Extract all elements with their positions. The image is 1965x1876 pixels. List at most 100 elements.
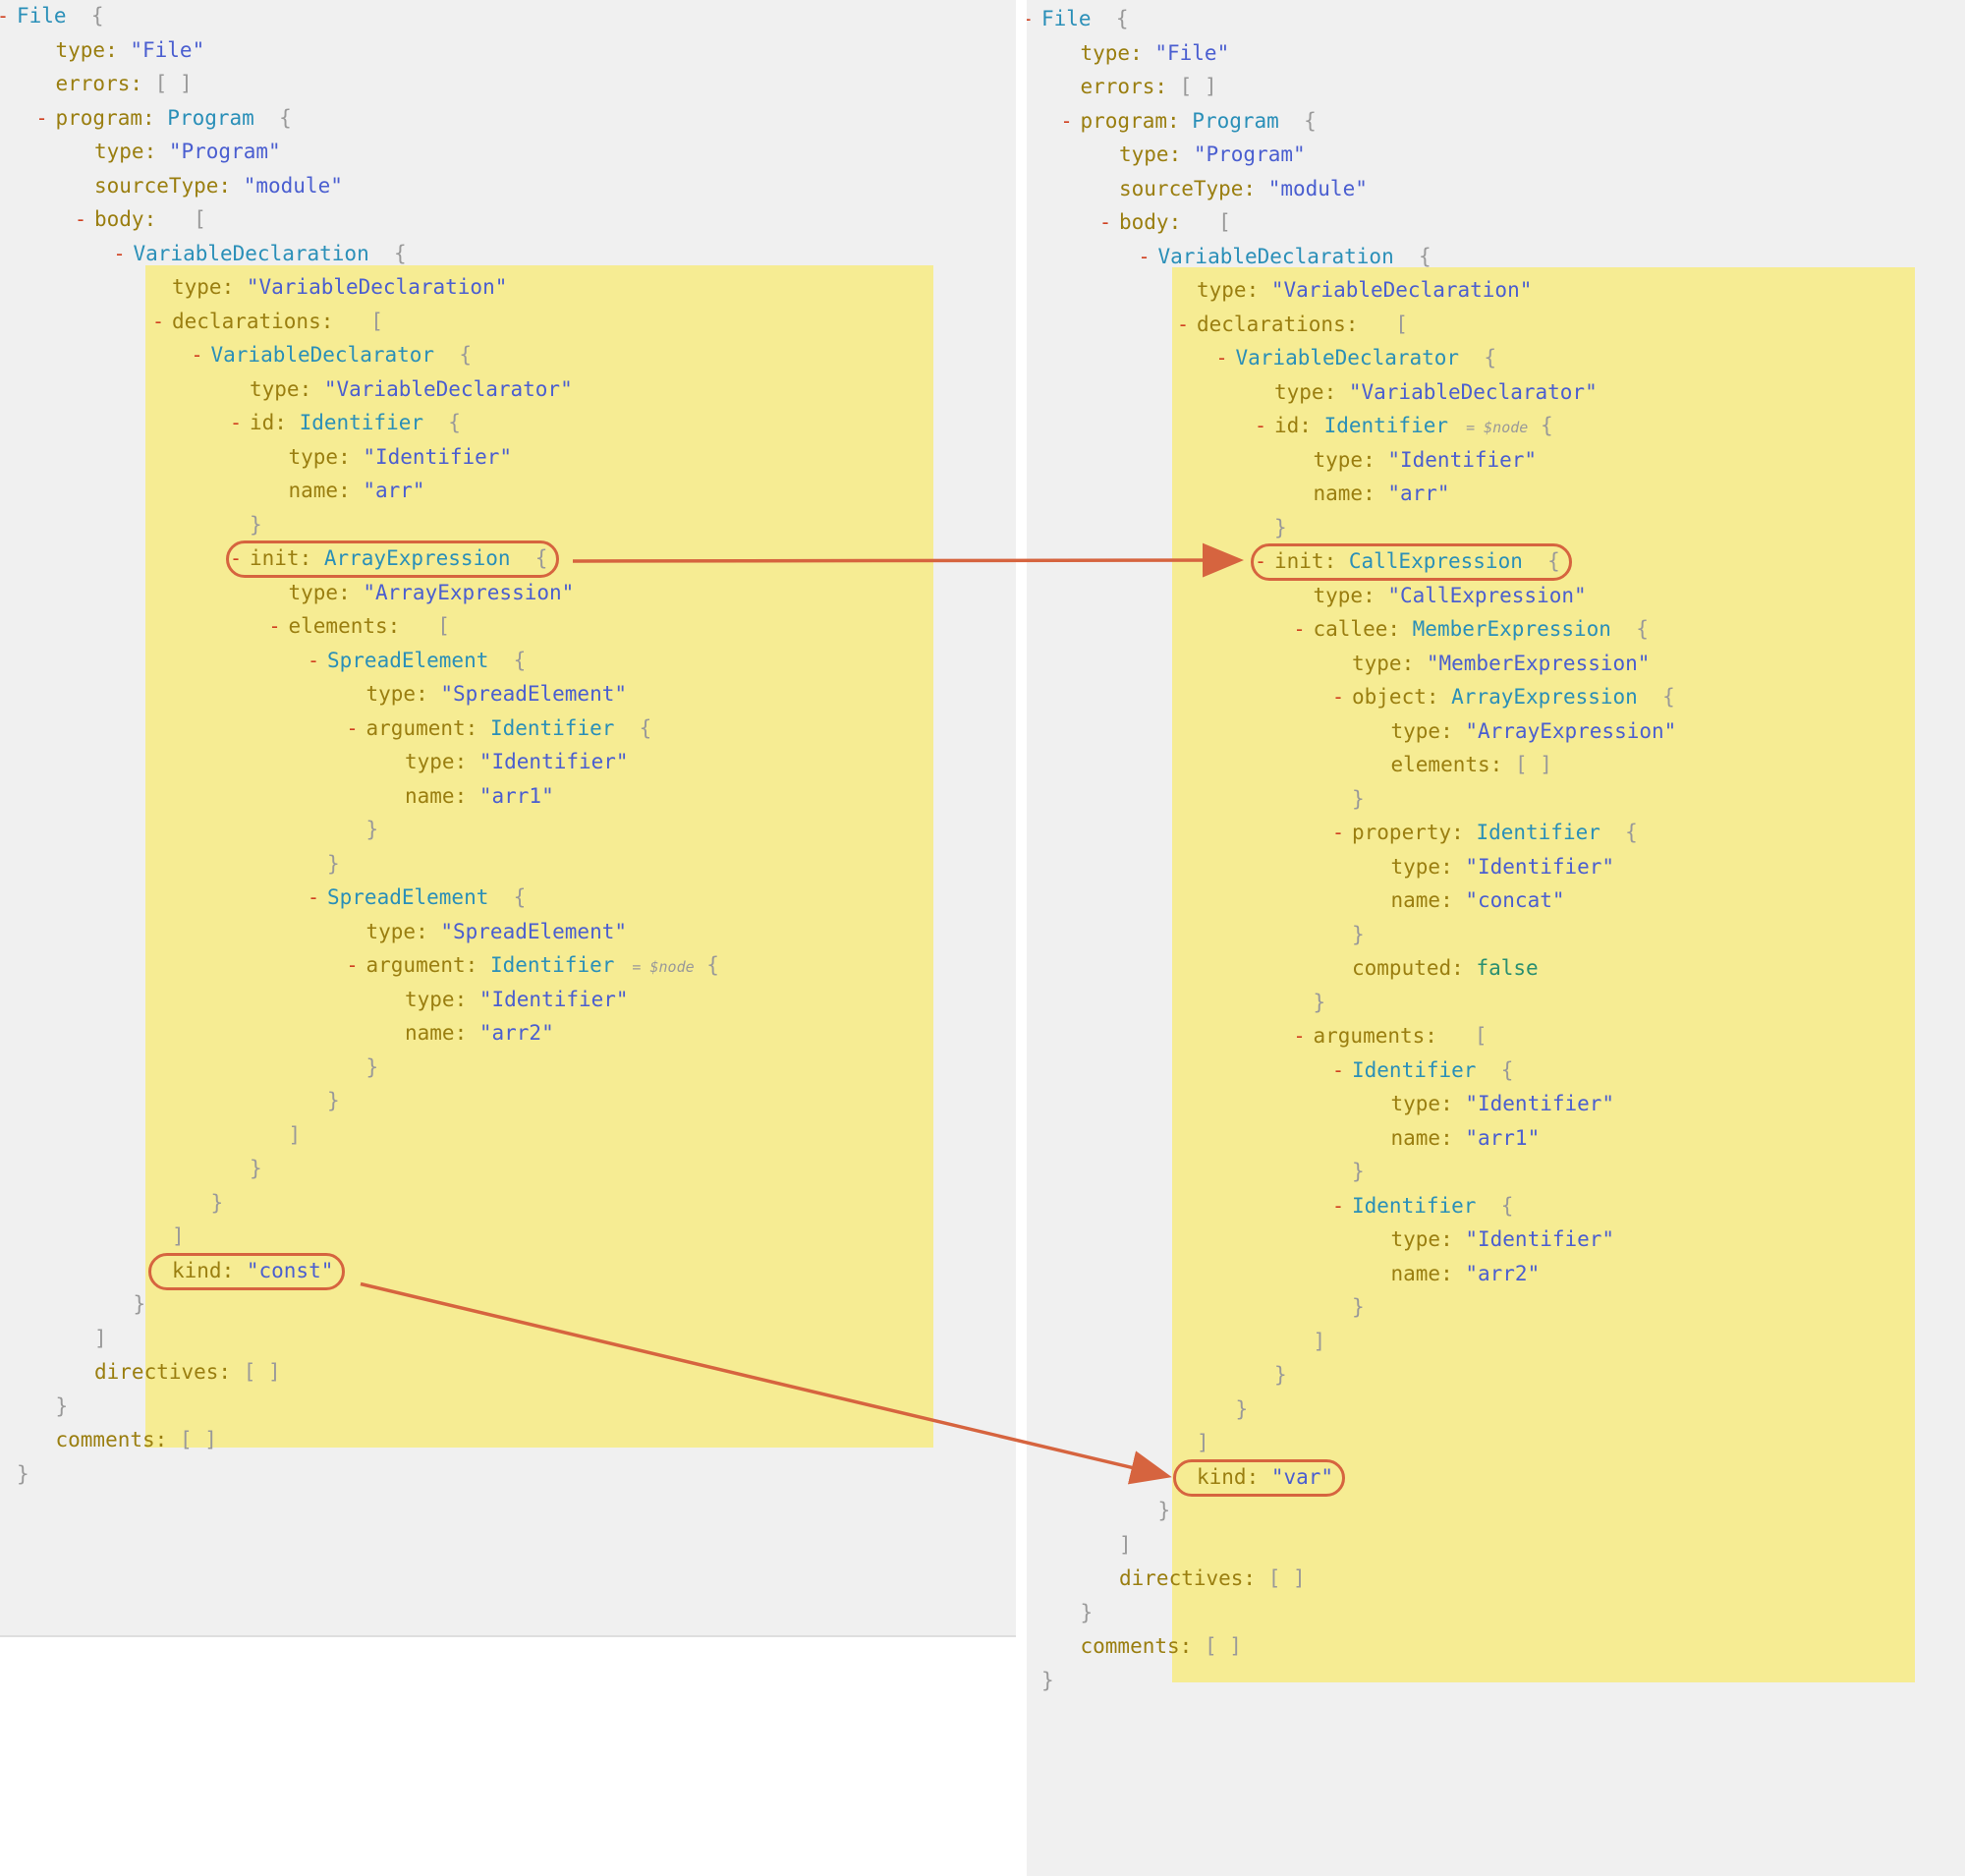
tree-node-row[interactable]: -id: Identifier = $node {	[1253, 412, 1553, 439]
collapse-toggle[interactable]: -	[1099, 210, 1112, 234]
tree-property-row: sourceType: "module"	[1097, 175, 1368, 202]
tree-node-row[interactable]: -program: Program {	[34, 104, 292, 132]
tree-node-row[interactable]: -argument: Identifier = $node {	[345, 951, 719, 979]
collapse-toggle[interactable]: -	[1332, 1057, 1345, 1082]
collapse-toggle[interactable]: -	[191, 343, 203, 367]
collapse-toggle[interactable]: -	[1255, 549, 1267, 573]
token-key: body:	[94, 207, 169, 231]
token-node: File	[17, 4, 67, 28]
tree-node-row[interactable]: -VariableDeclaration {	[112, 240, 407, 267]
tree-node-row[interactable]: -program: Program {	[1059, 107, 1317, 135]
token-node: Identifier	[1323, 414, 1449, 437]
tree-node-row[interactable]: -object: ArrayExpression {	[1330, 683, 1675, 711]
collapse-toggle[interactable]: -	[1332, 1193, 1345, 1218]
tree-property-row: type: "CallExpression"	[1292, 582, 1587, 609]
tree-property-row: }	[1330, 785, 1365, 813]
token-punc: }	[1313, 990, 1326, 1014]
tree-node-row[interactable]: -SpreadElement {	[306, 647, 526, 674]
tree-node-row[interactable]: -init: CallExpression {	[1253, 547, 1560, 575]
collapse-toggle[interactable]: -	[230, 546, 243, 570]
collapse-toggle[interactable]: -	[346, 953, 359, 977]
tree-property-row: type: "Identifier"	[1370, 853, 1615, 881]
token-punc: {	[1278, 108, 1317, 133]
collapse-toggle[interactable]: -	[113, 241, 126, 265]
token-punc: [	[1449, 1024, 1488, 1048]
token-str: "MemberExpression"	[1426, 651, 1651, 675]
token-punc: }	[250, 1157, 262, 1180]
tree-property-row: name: "arr2"	[1370, 1260, 1541, 1287]
collapse-toggle[interactable]: -	[1215, 346, 1228, 370]
token-key: arguments:	[1313, 1024, 1450, 1048]
tree-node-row[interactable]: -Identifier {	[1330, 1056, 1513, 1084]
tree-node-row[interactable]: -id: Identifier {	[228, 409, 461, 436]
token-node: Identifier	[1476, 821, 1600, 844]
tree-node-row[interactable]: -argument: Identifier {	[345, 714, 652, 742]
tree-node-row[interactable]: -body: [	[73, 205, 206, 233]
tree-node-row[interactable]: -Identifier {	[1330, 1192, 1513, 1220]
collapse-toggle[interactable]: -	[1332, 685, 1345, 709]
token-key: errors:	[1080, 75, 1180, 98]
token-str: "Identifier"	[478, 987, 629, 1011]
token-key: type:	[1390, 1227, 1466, 1251]
token-str: "SpreadElement"	[440, 919, 628, 943]
collapse-toggle[interactable]: -	[1293, 617, 1306, 641]
tree-node-row[interactable]: -VariableDeclarator {	[190, 341, 473, 369]
token-node: Identifier	[489, 715, 615, 740]
token-key: type:	[288, 580, 364, 604]
collapse-toggle[interactable]: -	[1177, 312, 1190, 336]
tree-property-row: }	[1059, 1599, 1094, 1626]
tree-node-row[interactable]: -arguments: [	[1292, 1022, 1488, 1050]
token-key: name:	[405, 1021, 479, 1045]
tree-property-row: name: "arr2"	[383, 1019, 554, 1047]
tree-node-row[interactable]: -VariableDeclarator {	[1214, 344, 1497, 371]
token-key: name:	[288, 479, 364, 502]
tree-node-row[interactable]: -elements: [	[267, 612, 450, 640]
collapse-toggle[interactable]: -	[1332, 821, 1345, 844]
token-node: ArrayExpression	[323, 546, 511, 570]
collapse-toggle[interactable]: -	[1060, 108, 1073, 133]
tree-node-row[interactable]: -SpreadElement {	[306, 883, 526, 911]
token-node: Program	[1192, 108, 1279, 133]
token-node: ArrayExpression	[1451, 685, 1638, 709]
token-str: "arr1"	[478, 783, 554, 808]
collapse-toggle[interactable]: -	[308, 648, 320, 672]
token-str: "File"	[1154, 40, 1230, 65]
token-punc: [ ]	[1179, 75, 1217, 98]
collapse-toggle[interactable]: -	[268, 614, 281, 638]
tree-node-row[interactable]: -body: [	[1097, 208, 1231, 236]
collapse-toggle[interactable]: -	[1138, 244, 1151, 268]
tree-node-row[interactable]: -callee: MemberExpression {	[1292, 615, 1649, 643]
tree-property-row: errors: [ ]	[1059, 73, 1217, 100]
tree-node-row[interactable]: -File {	[1027, 5, 1129, 32]
collapse-toggle[interactable]: -	[346, 715, 359, 740]
tree-node-row[interactable]: -declarations: [	[150, 308, 383, 335]
token-key: body:	[1119, 210, 1194, 234]
collapse-toggle[interactable]: -	[1255, 414, 1267, 437]
token-punc: [ ]	[243, 1360, 281, 1384]
token-node: Program	[167, 105, 254, 130]
token-punc: }	[365, 1054, 379, 1079]
tree-node-row[interactable]: -init: ArrayExpression {	[228, 544, 547, 572]
token-ref: = $node	[614, 958, 695, 976]
token-key: property:	[1352, 821, 1477, 844]
token-key: init:	[1274, 549, 1349, 573]
tree-property-row: kind: "var"	[1175, 1463, 1333, 1491]
collapse-toggle[interactable]: -	[152, 309, 165, 333]
token-punc: {	[253, 105, 292, 130]
collapse-toggle[interactable]: -	[1293, 1024, 1306, 1048]
collapse-toggle[interactable]: -	[1027, 5, 1034, 32]
tree-node-row[interactable]: -declarations: [	[1175, 311, 1408, 338]
tree-node-row[interactable]: -File {	[0, 2, 104, 29]
collapse-toggle[interactable]: -	[75, 207, 87, 231]
tree-node-row[interactable]: -VariableDeclaration {	[1137, 243, 1432, 270]
collapse-toggle[interactable]: -	[0, 2, 9, 29]
collapse-toggle[interactable]: -	[308, 885, 320, 909]
token-key: sourceType:	[1119, 176, 1268, 200]
tree-node-row[interactable]: -property: Identifier {	[1330, 819, 1638, 846]
token-key: comments:	[1080, 1634, 1205, 1658]
token-str: "var"	[1270, 1464, 1334, 1489]
collapse-toggle[interactable]: -	[230, 411, 243, 434]
token-punc: [	[168, 207, 206, 231]
tree-property-row: type: "VariableDeclaration"	[1175, 276, 1532, 304]
collapse-toggle[interactable]: -	[35, 105, 48, 130]
